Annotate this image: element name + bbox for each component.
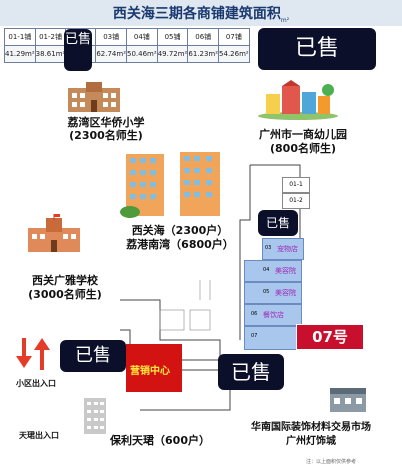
school-building-icon [66,80,122,112]
shop-unit-05: 05 美容院 [244,282,302,304]
shop-unit-04: 04 美容院 [244,260,302,282]
entrance-community-label: 小区出入口 [16,379,56,388]
table-cell: 05铺 [156,28,189,46]
shop-type-label: 美容院 [275,289,296,297]
table-cell: 54.26m² [218,45,250,63]
shop-unit-03: 03 宠物店 [262,238,304,260]
table-row: 01-1铺 01-2铺 02铺 03铺 04铺 05铺 06铺 07铺 [4,28,250,46]
guangya-school-icon [24,214,84,254]
shop-unit-07: 07 [244,326,302,350]
shop-type-label: 宠物店 [277,245,298,253]
entrance-arrow-icon [16,338,52,372]
shop-number: 03 [265,245,272,251]
school-count: (2300名师生) [69,129,143,142]
shop-unit: 01-2 [282,193,310,209]
table-cell: 04铺 [126,28,158,46]
table-cell: 01-2铺 [34,28,67,46]
table-cell: 01-1铺 [4,28,36,46]
sold-stamp-left: 已售 [60,340,126,372]
poly-tower-icon [80,396,110,436]
shop-unit-06: 06 餐饮店 [244,304,302,326]
shop-number: 01-1 [289,181,303,188]
shop-number: 07 [251,333,258,339]
sold-stamp-02: 已售 [64,29,92,71]
poly-label: 保利天珺（600户） [110,434,210,447]
footnote: 注：以上面积仅供参考 [306,459,357,465]
guangya-name: 西关广雅学校 [32,274,98,287]
market-label-2: 广州灯饰城 [286,436,336,447]
shop-number: 06 [251,311,258,317]
kindergarten-count: (800名师生) [269,142,337,155]
unit-area-table: 01-1铺 01-2铺 02铺 03铺 04铺 05铺 06铺 07铺 41.2… [4,28,250,63]
shop-unit: 01-1 [282,177,310,193]
shop-number: 05 [263,289,270,295]
table-cell: 03铺 [95,28,128,46]
table-cell: 07铺 [218,28,250,46]
table-cell: 62.74m² [95,45,128,63]
table-cell: 38.61m² [34,45,67,63]
guangya-count: (3000名师生) [28,288,102,301]
kindergarten-building-icon [258,80,338,120]
sold-stamp-01: 已售 [258,210,298,236]
residential-label-1: 西关海（2300户） [131,224,229,237]
unit-07-badge: 07号 [296,324,364,350]
sold-stamp-center: 已售 [218,354,284,390]
table-cell: 06铺 [187,28,220,46]
page-title: 西关海三期各商铺建筑面积m² [112,6,290,24]
sold-stamp-08: 已售 [258,28,376,70]
shop-type-label: 餐饮店 [263,311,284,319]
residential-tower-icon [120,148,230,218]
market-label-1: 华南国际装饰材料交易市场 [251,422,371,433]
entrance-tianjun-label: 天珺出入口 [19,431,59,440]
shop-type-label: 美容院 [275,267,296,275]
shop-number: 04 [263,267,270,273]
header-banner [0,0,402,26]
school-name: 荔湾区华侨小学 [67,116,145,129]
shop-number: 01-2 [289,197,303,204]
market-building-icon [328,384,368,414]
kindergarten-name: 广州市一商幼儿园 [259,128,347,141]
table-row: 41.29m² 38.61m² 62.74m² 50.46m² 49.72m² … [4,45,250,63]
table-cell: 49.72m² [156,45,189,63]
sales-center-label: 营销中心 [130,366,170,377]
table-cell: 61.23m² [187,45,220,63]
table-cell: 50.46m² [126,45,158,63]
table-cell: 41.29m² [4,45,36,63]
sales-center: 营销中心 [126,344,182,392]
residential-label-2: 荔港南湾（6800户） [126,238,234,251]
